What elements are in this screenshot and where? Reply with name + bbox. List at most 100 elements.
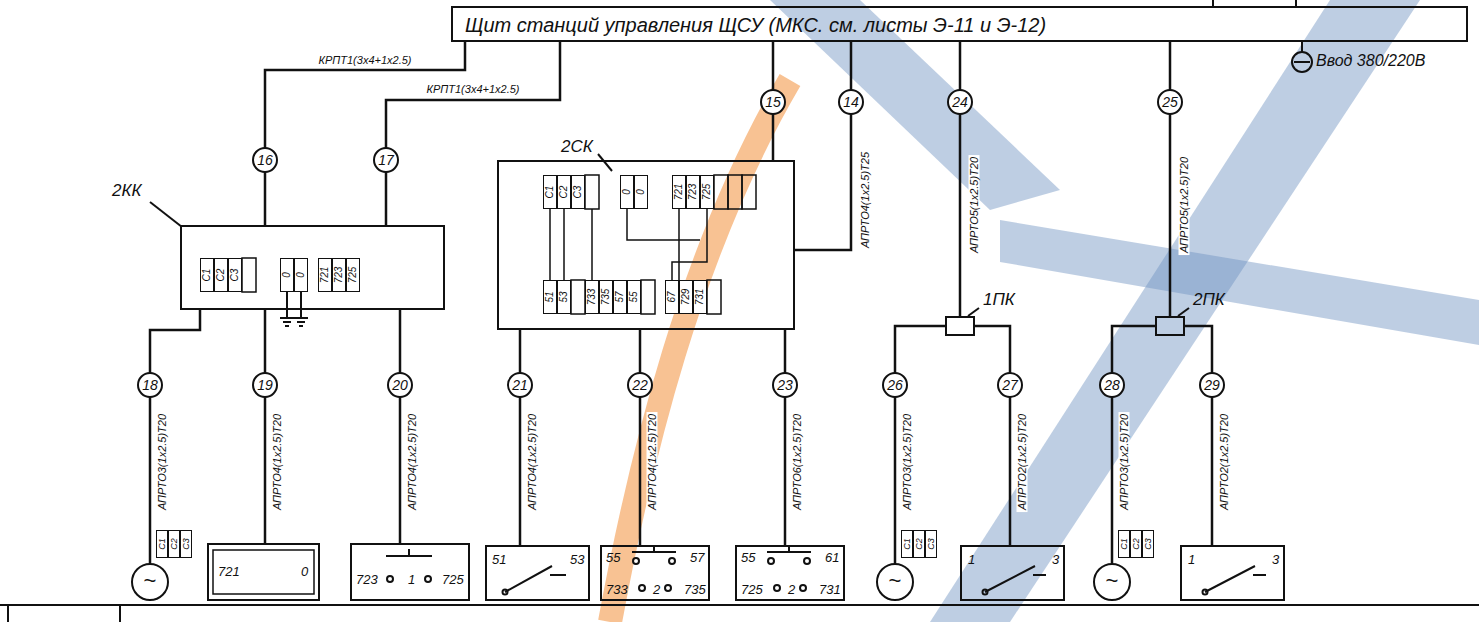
- box-heading: 2ПК: [1193, 291, 1225, 308]
- switch-symbol: [505, 566, 566, 592]
- contact-symbol: [387, 576, 393, 582]
- box-text: 735: [684, 583, 706, 596]
- terminal-name: 723: [688, 184, 698, 201]
- terminal-cell: 55: [627, 280, 641, 314]
- cable-label: АПРТО3(1х2.5)Т20: [1119, 412, 1130, 512]
- callout-number: 25: [1157, 89, 1183, 115]
- switch-symbol: [1203, 590, 1208, 595]
- terminal-cell: С2: [214, 258, 228, 292]
- terminal-cell: 735: [599, 280, 613, 314]
- box-text: 1: [1188, 553, 1195, 566]
- box-text: 733: [606, 583, 628, 596]
- cable-label: АПРТО3(1х2.5)Т20: [902, 412, 913, 512]
- callout-number: 24: [947, 89, 973, 115]
- switch-box: 5153: [485, 545, 590, 601]
- terminal-cell: С3: [1142, 530, 1154, 558]
- terminal-name: 53: [559, 291, 569, 302]
- callout-number: 19: [252, 372, 278, 398]
- terminal-cell: С3: [180, 530, 192, 558]
- terminal-cell: 733: [585, 280, 599, 314]
- junction-box: 1ПК: [945, 316, 975, 336]
- terminal-name: С3: [182, 538, 191, 550]
- terminal-name: С2: [915, 538, 924, 550]
- box-text: 57: [690, 551, 704, 564]
- motor-symbol: ~: [131, 563, 169, 601]
- cable-label: АПРТО2(1х2.5)Т20: [1017, 412, 1028, 512]
- terminal-cell: 57: [613, 280, 627, 314]
- terminal-cell: С2: [1130, 530, 1142, 558]
- contact-symbol: [633, 558, 639, 564]
- box-text: 55: [606, 551, 620, 564]
- contact-symbol: [768, 558, 774, 564]
- cable-label: КРПТ1(3х4+1х2.5): [316, 55, 413, 66]
- callout-number: 21: [507, 372, 533, 398]
- box-text: 55: [741, 551, 755, 564]
- terminal-cell: [707, 280, 721, 314]
- terminal-name: С2: [559, 186, 569, 199]
- coil-box: 7210: [207, 543, 320, 601]
- terminal-name: С3: [927, 538, 936, 550]
- terminal-name: 57: [615, 291, 625, 302]
- terminal-name: 721: [320, 267, 330, 284]
- terminal-name: С3: [230, 269, 240, 282]
- contact-symbol: [639, 585, 645, 591]
- callout-number: 16: [252, 147, 278, 173]
- cable-label: АПРТО2(1х2.5)Т20: [1219, 412, 1230, 512]
- switch-symbol: [983, 590, 988, 595]
- box-text: Щит станций управления ЩСУ (МКС. см. лис…: [465, 15, 1046, 35]
- terminal-cell: С2: [557, 175, 571, 209]
- box-heading: 2КК: [112, 182, 142, 199]
- cable-line: [975, 326, 1010, 545]
- cable-line: [895, 326, 945, 563]
- terminal-name: 67: [667, 291, 677, 302]
- terminal-cell: С1: [1118, 530, 1130, 558]
- box-text: ~: [1106, 570, 1119, 592]
- terminal-name: С3: [1144, 538, 1153, 550]
- switch-symbol: [503, 590, 508, 595]
- terminal-cell: С1: [200, 258, 214, 292]
- cable-line: [784, 330, 787, 545]
- cable-line: [265, 42, 465, 225]
- cable-label: АПРТО4(1х2.5)Т20: [647, 412, 658, 512]
- cable-line: [150, 310, 200, 563]
- box-text: 1: [408, 573, 415, 586]
- switch-box: 13: [960, 545, 1065, 601]
- terminal-cell: 723: [332, 258, 346, 292]
- cable-label: АПРТО4(1х2.5)Т20: [407, 412, 418, 512]
- switch-box: 55617252731: [735, 545, 845, 601]
- cable-line: [1185, 326, 1212, 545]
- terminal-cell: 0: [280, 258, 294, 292]
- cable-line: [795, 42, 851, 250]
- motor-symbol: ~: [1093, 563, 1131, 601]
- box-heading: 1ПК: [983, 291, 1015, 308]
- terminal-cell: С1: [156, 530, 168, 558]
- terminal-name: С1: [158, 538, 167, 550]
- leader-line: [1178, 308, 1189, 316]
- jumper-wire: [550, 209, 707, 280]
- contact-symbol: [669, 558, 675, 564]
- terminal-name: 733: [587, 289, 597, 306]
- terminal-cell: 67: [665, 280, 679, 314]
- contact-symbol: [665, 585, 671, 591]
- cable-line: [959, 42, 962, 316]
- supply-symbol: [1292, 52, 1312, 72]
- terminal-cell: 51: [543, 280, 557, 314]
- cable-line: [264, 310, 267, 543]
- terminal-name: С3: [573, 186, 583, 199]
- terminal-name: 0: [622, 189, 632, 195]
- cable-label: АПРТО4(1х2.5)Т20: [527, 412, 538, 512]
- cable-line: [519, 330, 522, 545]
- cable-label: АПРТО4(1х2.5)Т20: [272, 412, 283, 512]
- box-text: 0: [301, 565, 308, 578]
- terminal-cell: [714, 175, 728, 209]
- cable-line: [386, 42, 560, 225]
- terminal-cell: 721: [672, 175, 686, 209]
- cable-label: АПРТО6(1х2.5)Т20: [792, 412, 803, 512]
- cable-label: КРПТ1(3х4+1х2.5): [424, 84, 521, 95]
- terminal-cell: С3: [571, 175, 585, 209]
- callout-number: 23: [772, 372, 798, 398]
- title-frame: [0, 605, 1479, 622]
- box-text: 61: [825, 551, 839, 564]
